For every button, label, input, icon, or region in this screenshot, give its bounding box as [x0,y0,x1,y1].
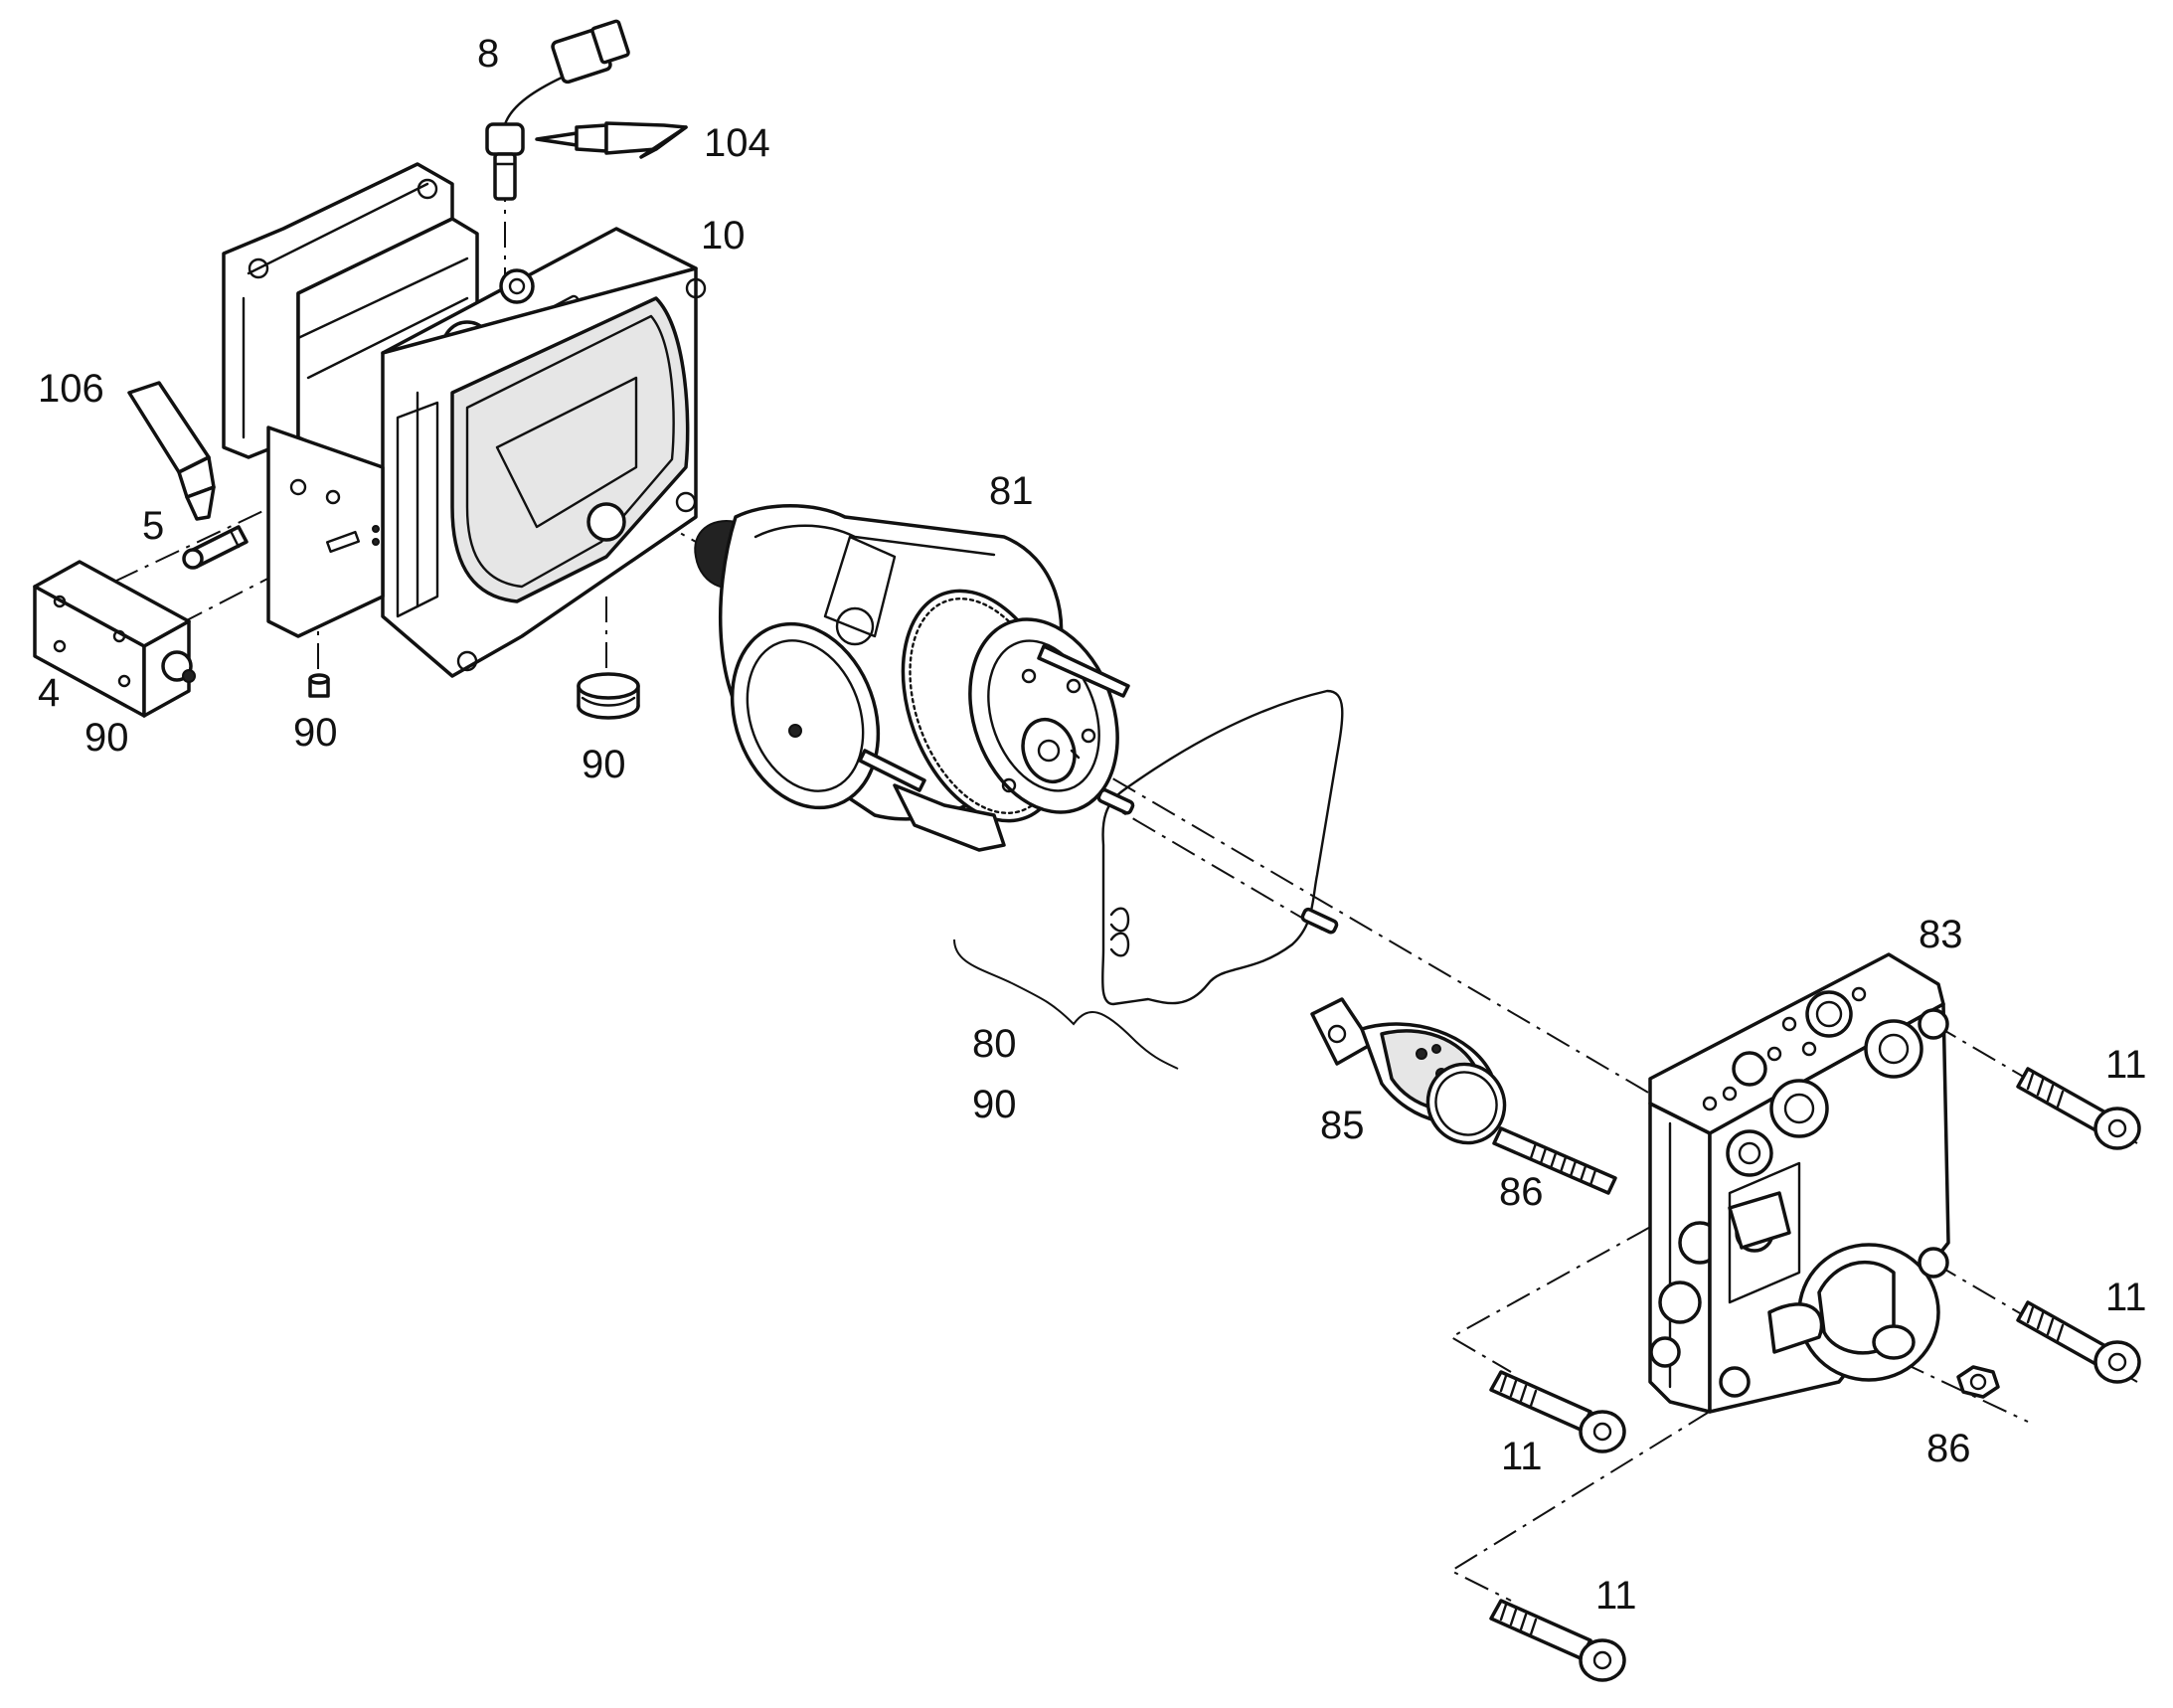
callout-8: 8 [477,32,499,76]
plug-large-90 [577,672,640,720]
adhesive-tube-104 [535,121,688,159]
plug-small-90 [308,673,330,698]
callout-81: 81 [989,469,1034,513]
callout-85: 85 [1320,1104,1365,1147]
callout-11-upper-right: 11 [2105,1043,2147,1087]
screw-11-lower-left [1489,1370,1626,1453]
adhesive-tube-106 [127,381,216,521]
threaded-stud-part-86 [1492,1126,1617,1195]
callout-labels: 8 104 10 106 5 81 4 90 90 90 83 80 90 11… [38,32,2147,1618]
screw-11-upper-right [2016,1067,2141,1150]
callout-5: 5 [142,504,164,548]
callout-10: 10 [701,214,746,257]
screw-11-bottom [1489,1599,1626,1682]
pin-part-5 [182,525,249,570]
bracket-80-90 [953,939,1179,1070]
callout-83: 83 [1919,913,1963,956]
nut-part-86 [1956,1365,2000,1399]
callout-90-large-plug: 90 [582,743,626,786]
gasket-part-80 [1096,689,1344,1006]
port-plate-part-83 [1648,952,1950,1414]
callout-80: 80 [972,1022,1017,1066]
housing-part-10 [222,162,707,678]
callout-86-nut: 86 [1926,1427,1971,1470]
callout-90-gasket: 90 [972,1083,1017,1126]
callout-104: 104 [704,121,770,165]
rotating-group-part-81 [694,504,1130,852]
callout-11-middle-right: 11 [2105,1276,2147,1319]
callout-90-block: 90 [84,716,129,760]
callout-11-lower-left: 11 [1501,1435,1543,1478]
callout-11-bottom: 11 [1595,1574,1637,1618]
callout-4: 4 [38,671,60,715]
screw-11-middle-right [2016,1300,2141,1384]
callout-90-small-plug: 90 [293,711,338,755]
control-piston-part-85 [1310,997,1507,1145]
sensor-part-8 [485,19,630,201]
callout-86-stud: 86 [1499,1170,1544,1214]
valve-block-part-4 [33,560,196,718]
callout-106: 106 [38,367,104,411]
